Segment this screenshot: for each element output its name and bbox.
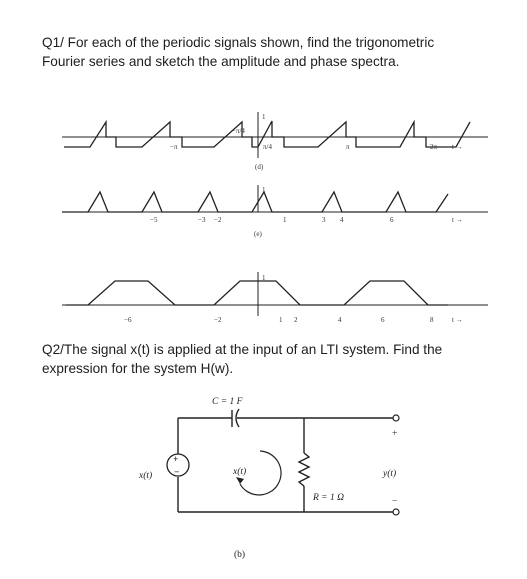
plot-d-tick-pi-4: π/4	[263, 143, 272, 151]
plot-f-tick-2: 2	[294, 316, 298, 324]
plot-f-waveform	[66, 280, 448, 306]
plot-d-tick-neg-pi-4: −π/4	[232, 127, 245, 135]
plot-d-waveform	[64, 119, 471, 148]
source-label: x(t)	[138, 470, 152, 481]
plot-d: 1 −π/4 π/4 −π π 2π t → (d)	[62, 112, 488, 171]
output-label: y(t)	[382, 468, 396, 479]
plot-e-waveform	[62, 190, 449, 213]
question-1-line-2: Fourier series and sketch the amplitude …	[42, 54, 400, 69]
question-2-line-1: Q2/The signal x(t) is applied at the inp…	[42, 342, 443, 357]
output-plus-sign: +	[392, 429, 397, 439]
output-terminal-bottom	[392, 508, 400, 516]
plot-f-tick-1: 1	[262, 274, 266, 282]
plot-f-tick-neg2: −2	[214, 316, 222, 324]
circuit-caption: (b)	[234, 549, 245, 560]
resistor-label: R = 1 Ω	[312, 493, 344, 503]
source-plus-sign: +	[173, 455, 178, 465]
question-2: Q2/The signal x(t) is applied at the inp…	[42, 340, 512, 378]
plot-d-tick-pi: π	[346, 143, 350, 151]
plot-d-tick-2pi: 2π	[430, 143, 438, 151]
plot-f-tick-6: 6	[381, 316, 385, 324]
plot-e-tick-1b: 1	[283, 216, 287, 224]
plot-d-tick-neg-pi: −π	[170, 143, 178, 151]
question-2-line-2: expression for the system H(w).	[42, 361, 234, 376]
plot-e-caption: (e)	[254, 230, 262, 238]
plot-e-tick-neg3: −3	[198, 216, 206, 224]
plot-e-tick-4: 4	[340, 216, 344, 224]
plot-f-tick-1b: 1	[279, 316, 283, 324]
plot-d-tick-1: 1	[262, 113, 266, 121]
resistor-zigzag	[297, 452, 311, 487]
plot-e-tick-3: 3	[322, 216, 326, 224]
plot-e-tick-1: 1	[262, 186, 266, 194]
plot-d-time-label: t →	[452, 143, 463, 151]
plot-f-tick-4: 4	[338, 316, 342, 324]
plot-e-tick-neg2: −2	[214, 216, 222, 224]
source-minus-sign: −	[174, 468, 179, 478]
plot-f-tick-neg6: −6	[124, 316, 132, 324]
plot-f-tick-8: 8	[430, 316, 434, 324]
question-1-line-1: Q1/ For each of the periodic signals sho…	[42, 35, 435, 50]
capacitor-label: C = 1 F	[212, 397, 243, 407]
loop-label: x(t)	[232, 466, 246, 477]
plot-f-time-label: t →	[452, 316, 463, 324]
question-1: Q1/ For each of the periodic signals sho…	[42, 33, 512, 71]
output-minus-sign: −	[392, 497, 397, 507]
output-terminal-top	[392, 414, 400, 422]
plot-f: 1 −6 −2 1 2 4 6 8 t →	[62, 272, 488, 324]
plot-d-caption: (d)	[255, 163, 264, 171]
plot-e-time-label: t →	[452, 216, 463, 224]
loop-arrowhead-icon	[236, 477, 244, 484]
plot-e: 1 −5 −3 −2 1 3 4 6 t → (e)	[62, 185, 488, 238]
voltage-source-circle	[166, 453, 190, 477]
circuit-diagram: + − x(t) x(t) R = 1 Ω + − y(t) C = 1 F (…	[138, 397, 400, 560]
loop-arrow	[239, 450, 282, 496]
plot-e-tick-6: 6	[390, 216, 394, 224]
plot-e-tick-neg5: −5	[150, 216, 158, 224]
capacitor-plate-right	[235, 408, 240, 428]
